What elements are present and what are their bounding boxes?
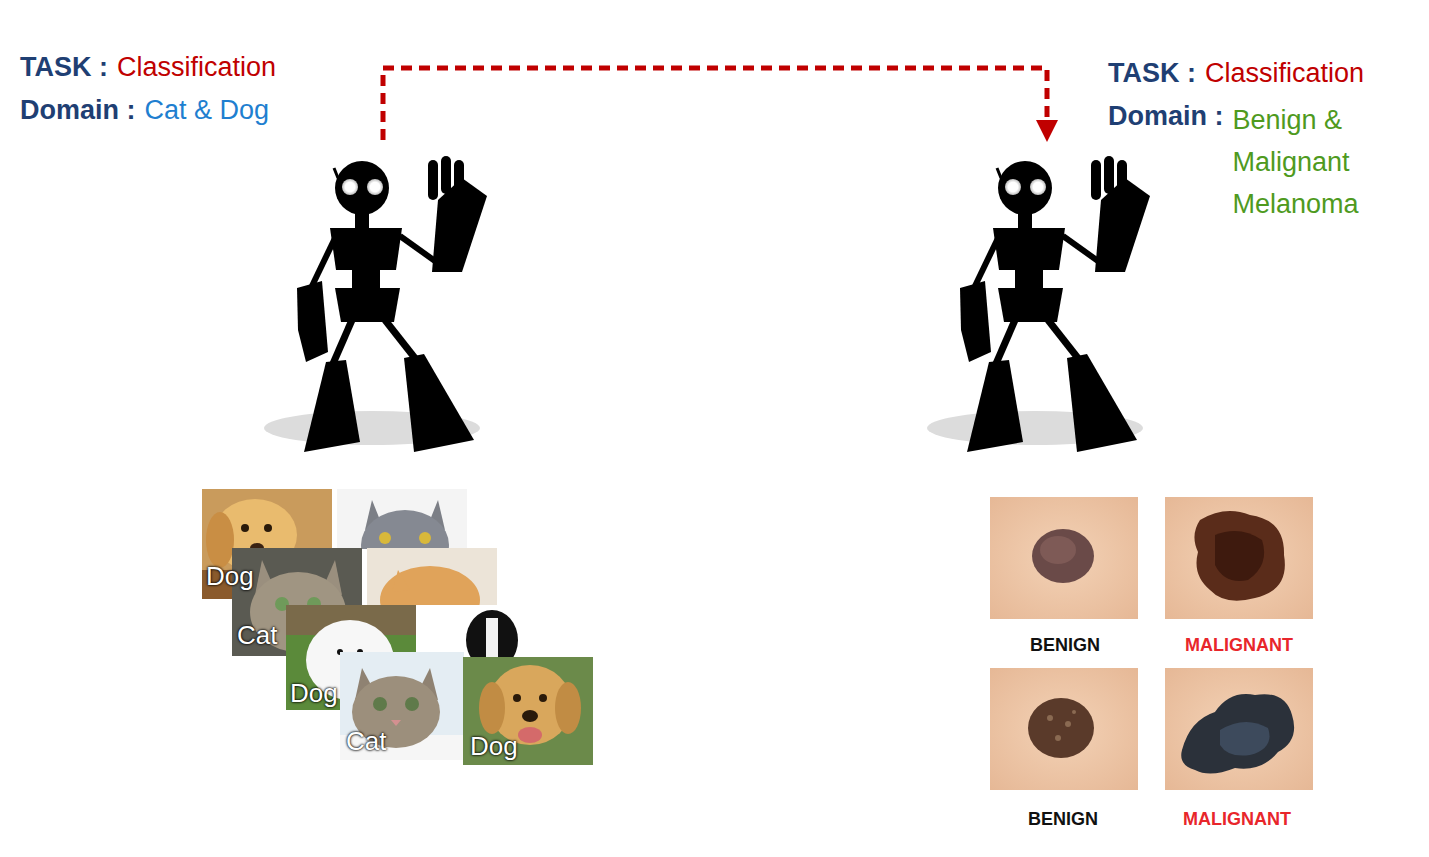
field-name: TASK : (1108, 56, 1196, 90)
field-value: Classification (1205, 56, 1364, 90)
class-label: BENIGN (1030, 634, 1100, 656)
field-name: Domain : (20, 93, 136, 127)
class-label: BENIGN (1028, 808, 1098, 830)
photo-label: Dog (206, 561, 254, 591)
robot-figure (264, 156, 487, 452)
field-value: Cat & Dog (145, 93, 270, 127)
photo-label: Cat (237, 620, 277, 650)
photo-label: Cat (346, 726, 386, 756)
lesion-photos (990, 497, 1313, 790)
dashed-arrow (383, 68, 1058, 142)
photo-label: Dog (290, 678, 338, 708)
field-name: Domain : (1108, 99, 1224, 133)
robot-node: TASK :ClassificationDomain :Benign & Mal… (953, 142, 1153, 457)
photo-stack (202, 489, 593, 765)
field-value: Benign & Malignant Melanoma (1233, 99, 1401, 225)
photo-label: Dog (470, 731, 518, 761)
robot-node: TASK :ClassificationDomain :Cat & Dog (290, 140, 490, 455)
robot-figure (927, 156, 1150, 452)
field-value: Classification (117, 50, 276, 84)
field-name: TASK : (20, 50, 108, 84)
class-label: MALIGNANT (1183, 808, 1291, 830)
class-label: MALIGNANT (1185, 634, 1293, 656)
